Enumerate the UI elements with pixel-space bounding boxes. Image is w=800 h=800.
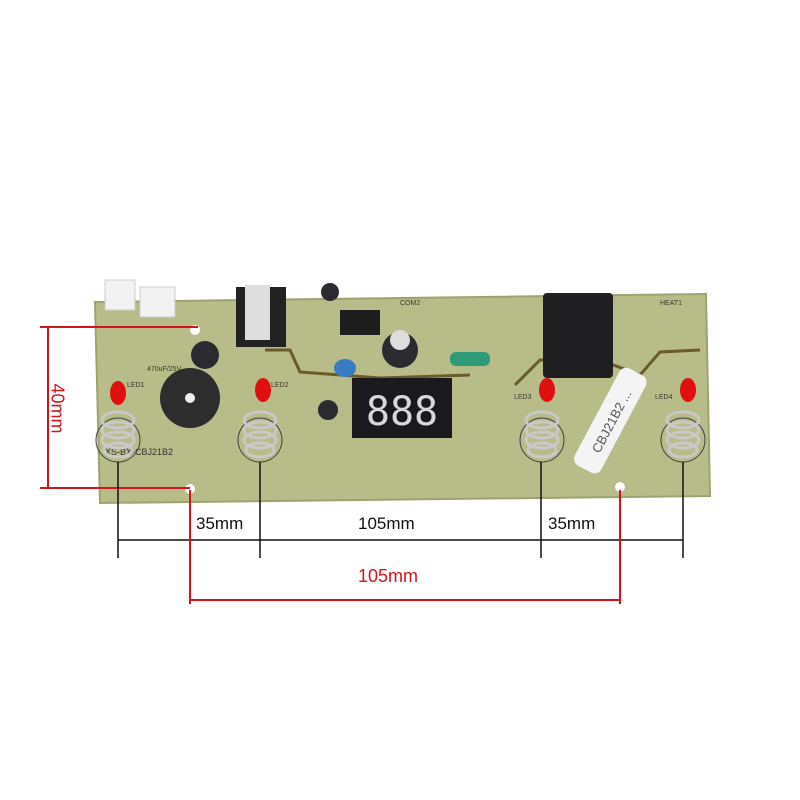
capacitor-label: 470uF/25V: [147, 366, 182, 373]
led: [539, 378, 555, 402]
com-label: COM2: [400, 300, 420, 307]
height-dimension: [40, 326, 198, 489]
hole-spacing-label: 105mm: [358, 566, 419, 586]
middle-spacing-label: 105mm: [358, 514, 415, 533]
capacitor: [321, 283, 339, 301]
left-spacing-label: 35mm: [196, 514, 244, 533]
right-spacing-label: 35mm: [548, 514, 596, 533]
resistor: [450, 352, 490, 366]
connector: [104, 279, 136, 311]
hole-spacing-dimension: [189, 490, 621, 604]
led1-label: LED1: [127, 382, 145, 389]
led2-label: LED2: [271, 382, 289, 389]
spring-contacts: [95, 410, 706, 463]
connector: [139, 286, 176, 318]
led: [110, 381, 126, 405]
capacitor: [318, 400, 338, 420]
display-digits: 888: [366, 389, 438, 435]
trace: [265, 348, 471, 380]
relay: [543, 293, 613, 378]
sticker: [574, 367, 647, 474]
led: [680, 378, 696, 402]
mounting-hole: [615, 482, 625, 492]
ic-chip: [340, 310, 380, 335]
height-label: 40mm: [47, 383, 68, 434]
led-display: [352, 378, 452, 438]
terminal-label: HEAT1: [660, 300, 682, 307]
spacing-dimension: [117, 462, 684, 558]
led3-label: LED3: [514, 394, 532, 401]
led4-label: LED4: [655, 394, 673, 401]
ceramic-capacitor: [334, 359, 356, 377]
model-label: XS-BX-CBJ21B2: [105, 447, 173, 457]
led: [255, 378, 271, 402]
trace: [513, 348, 701, 387]
capacitor: [191, 341, 219, 369]
